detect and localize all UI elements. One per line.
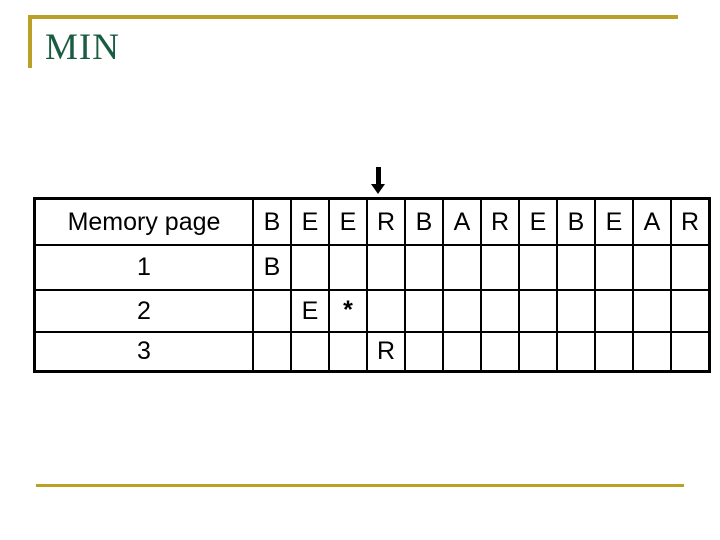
empty-cell <box>518 331 558 373</box>
hit-marker-cell: * <box>328 289 368 333</box>
memory-page-row-label: 3 <box>33 331 254 373</box>
empty-cell <box>442 331 482 373</box>
memory-page-row-label: 1 <box>33 244 254 291</box>
accent-line-top <box>28 15 678 19</box>
reference-cell: E <box>518 197 558 246</box>
reference-cell: E <box>594 197 634 246</box>
accent-line-left <box>28 15 32 68</box>
empty-cell <box>252 331 292 373</box>
empty-cell <box>442 289 482 333</box>
empty-cell <box>632 331 672 373</box>
placed-page-cell: B <box>252 244 292 291</box>
table-row: 1 B <box>33 244 711 291</box>
empty-cell <box>670 331 711 373</box>
empty-cell <box>404 289 444 333</box>
empty-cell <box>480 244 520 291</box>
empty-cell <box>518 244 558 291</box>
reference-cell: R <box>366 197 406 246</box>
empty-cell <box>404 244 444 291</box>
down-arrow-icon <box>376 167 381 185</box>
empty-cell <box>480 289 520 333</box>
empty-cell <box>518 289 558 333</box>
empty-cell <box>632 289 672 333</box>
empty-cell <box>480 331 520 373</box>
empty-cell <box>366 244 406 291</box>
placed-page-cell: E <box>290 289 330 333</box>
min-page-table: Memory page B E E R B A R E B E A R 1 B … <box>33 197 711 373</box>
table-row: 3 R <box>33 331 711 373</box>
page-title: MIN <box>45 27 120 68</box>
reference-cell: R <box>670 197 711 246</box>
empty-cell <box>594 289 634 333</box>
empty-cell <box>556 289 596 333</box>
reference-cell: A <box>442 197 482 246</box>
empty-cell <box>290 244 330 291</box>
empty-cell <box>556 331 596 373</box>
down-arrow-head-icon <box>371 184 385 194</box>
empty-cell <box>442 244 482 291</box>
empty-cell <box>670 244 711 291</box>
reference-cell: R <box>480 197 520 246</box>
reference-cell: B <box>252 197 292 246</box>
empty-cell <box>328 331 368 373</box>
reference-cell: E <box>328 197 368 246</box>
empty-cell <box>290 331 330 373</box>
empty-cell <box>670 289 711 333</box>
reference-cell: A <box>632 197 672 246</box>
accent-line-bottom <box>36 484 684 487</box>
table-header-row: Memory page B E E R B A R E B E A R <box>33 197 711 246</box>
empty-cell <box>328 244 368 291</box>
table-row: 2 E * <box>33 289 711 333</box>
empty-cell <box>252 289 292 333</box>
empty-cell <box>556 244 596 291</box>
reference-cell: B <box>404 197 444 246</box>
empty-cell <box>366 289 406 333</box>
memory-page-row-label: 2 <box>33 289 254 333</box>
empty-cell <box>594 331 634 373</box>
empty-cell <box>404 331 444 373</box>
reference-cell: E <box>290 197 330 246</box>
placed-page-cell: R <box>366 331 406 373</box>
reference-cell: B <box>556 197 596 246</box>
table-header-label: Memory page <box>33 197 254 246</box>
empty-cell <box>594 244 634 291</box>
empty-cell <box>632 244 672 291</box>
